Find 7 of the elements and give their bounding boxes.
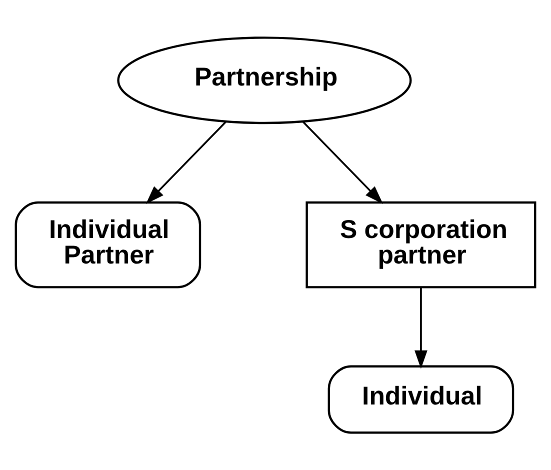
node-ellipse: Partnership [117,36,412,124]
arrow [302,121,384,204]
node-box: Individual [328,365,514,434]
node-box: S corporation partner [306,201,536,288]
arrow [414,288,428,369]
arrow [146,121,226,204]
node-box: Individual Partner [14,201,202,288]
